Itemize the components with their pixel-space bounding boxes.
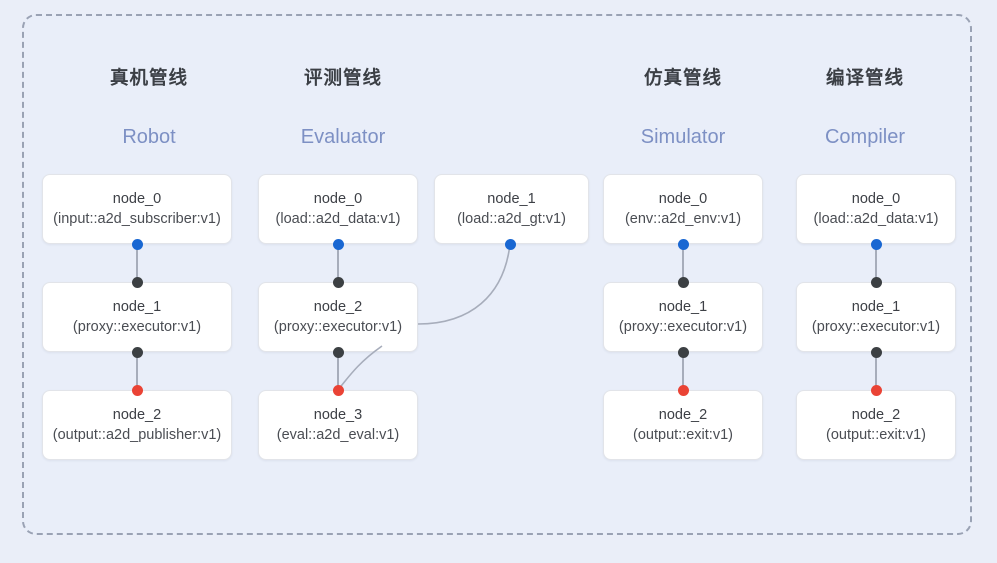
node-type: (eval::a2d_eval:v1) xyxy=(276,426,400,443)
node-type: (proxy::executor:v1) xyxy=(72,318,202,335)
edge-line xyxy=(875,352,877,390)
node-card[interactable]: node_1 (proxy::executor:v1) xyxy=(42,282,232,352)
node-type: (load::a2d_data:v1) xyxy=(275,210,401,227)
output-port-dot[interactable] xyxy=(504,238,516,250)
column-title-cn-robot: 真机管线 xyxy=(109,67,188,88)
column-title-en-compiler: Compiler xyxy=(824,126,906,148)
node-card[interactable]: node_0 (env::a2d_env:v1) xyxy=(603,174,763,244)
edge-line xyxy=(337,244,339,282)
column-title-en-robot: Robot xyxy=(122,126,176,148)
node-type: (env::a2d_env:v1) xyxy=(624,210,742,227)
node-name: node_2 xyxy=(658,406,708,423)
column-title-cn-evaluator: 评测管线 xyxy=(303,67,382,88)
curved-edge-gt-to-executor xyxy=(417,243,511,325)
node-card[interactable]: node_1 (proxy::executor:v1) xyxy=(603,282,763,352)
node-card[interactable]: node_2 (output::exit:v1) xyxy=(796,390,956,460)
terminal-port-dot[interactable] xyxy=(677,384,689,396)
pipeline-column-robot: 真机管线 Robot node_0 (input::a2d_subscriber… xyxy=(24,16,274,537)
node-card[interactable]: node_0 (input::a2d_subscriber:v1) xyxy=(42,174,232,244)
node-name: node_1 xyxy=(112,298,162,315)
input-port-dot[interactable] xyxy=(131,276,143,288)
pipeline-column-evaluator: 评测管线 Evaluator node_0 (load::a2d_data:v1… xyxy=(232,16,592,537)
node-type: (load::a2d_gt:v1) xyxy=(457,210,566,227)
input-port-dot[interactable] xyxy=(870,346,882,358)
edge-line xyxy=(136,244,138,282)
edge-line xyxy=(682,352,684,390)
terminal-port-dot[interactable] xyxy=(332,384,344,396)
terminal-port-dot[interactable] xyxy=(870,384,882,396)
node-card[interactable]: node_1 (proxy::executor:v1) xyxy=(796,282,956,352)
node-name: node_0 xyxy=(658,190,708,207)
node-card[interactable]: node_2 (output::exit:v1) xyxy=(603,390,763,460)
node-type: (load::a2d_data:v1) xyxy=(813,210,939,227)
node-name: node_1 xyxy=(658,298,708,315)
curved-edge-executor-to-eval xyxy=(337,345,383,391)
edge-line xyxy=(136,352,138,390)
node-card[interactable]: node_0 (load::a2d_data:v1) xyxy=(258,174,418,244)
node-name: node_2 xyxy=(112,406,162,423)
node-name: node_3 xyxy=(313,406,363,423)
node-type: (output::exit:v1) xyxy=(633,426,733,443)
node-name: node_2 xyxy=(313,298,363,315)
column-title-cn-simulator: 仿真管线 xyxy=(643,67,722,88)
node-name: node_0 xyxy=(851,190,901,207)
input-port-dot[interactable] xyxy=(332,346,344,358)
output-port-dot[interactable] xyxy=(677,238,689,250)
edge-line xyxy=(682,244,684,282)
node-name: node_0 xyxy=(112,190,162,207)
node-card[interactable]: node_0 (load::a2d_data:v1) xyxy=(796,174,956,244)
input-port-dot[interactable] xyxy=(677,346,689,358)
column-title-en-simulator: Simulator xyxy=(640,126,726,148)
column-title-en-evaluator: Evaluator xyxy=(300,126,386,148)
node-card[interactable]: node_1 (load::a2d_gt:v1) xyxy=(434,174,589,244)
input-port-dot[interactable] xyxy=(870,276,882,288)
output-port-dot[interactable] xyxy=(870,238,882,250)
node-type: (proxy::executor:v1) xyxy=(811,318,941,335)
pipeline-column-compiler: 编译管线 Compiler node_0 (load::a2d_data:v1)… xyxy=(774,16,956,537)
pipeline-group-container: 真机管线 Robot node_0 (input::a2d_subscriber… xyxy=(22,14,972,535)
node-card[interactable]: node_2 (proxy::executor:v1) xyxy=(258,282,418,352)
node-type: (input::a2d_subscriber:v1) xyxy=(53,210,221,227)
input-port-dot[interactable] xyxy=(677,276,689,288)
column-title-cn-compiler: 编译管线 xyxy=(825,67,904,88)
node-type: (output::exit:v1) xyxy=(826,426,926,443)
node-card[interactable]: node_3 (eval::a2d_eval:v1) xyxy=(258,390,418,460)
node-name: node_1 xyxy=(487,190,536,207)
edge-line xyxy=(875,244,877,282)
input-port-dot[interactable] xyxy=(332,276,344,288)
node-name: node_0 xyxy=(313,190,363,207)
node-name: node_2 xyxy=(851,406,901,423)
pipeline-column-simulator: 仿真管线 Simulator node_0 (env::a2d_env:v1) … xyxy=(592,16,774,537)
output-port-dot[interactable] xyxy=(332,238,344,250)
node-type: (proxy::executor:v1) xyxy=(618,318,748,335)
node-name: node_1 xyxy=(851,298,901,315)
output-port-dot[interactable] xyxy=(131,238,143,250)
terminal-port-dot[interactable] xyxy=(131,384,143,396)
input-port-dot[interactable] xyxy=(131,346,143,358)
node-type: (proxy::executor:v1) xyxy=(273,318,403,335)
node-card[interactable]: node_2 (output::a2d_publisher:v1) xyxy=(42,390,232,460)
node-type: (output::a2d_publisher:v1) xyxy=(52,426,222,443)
